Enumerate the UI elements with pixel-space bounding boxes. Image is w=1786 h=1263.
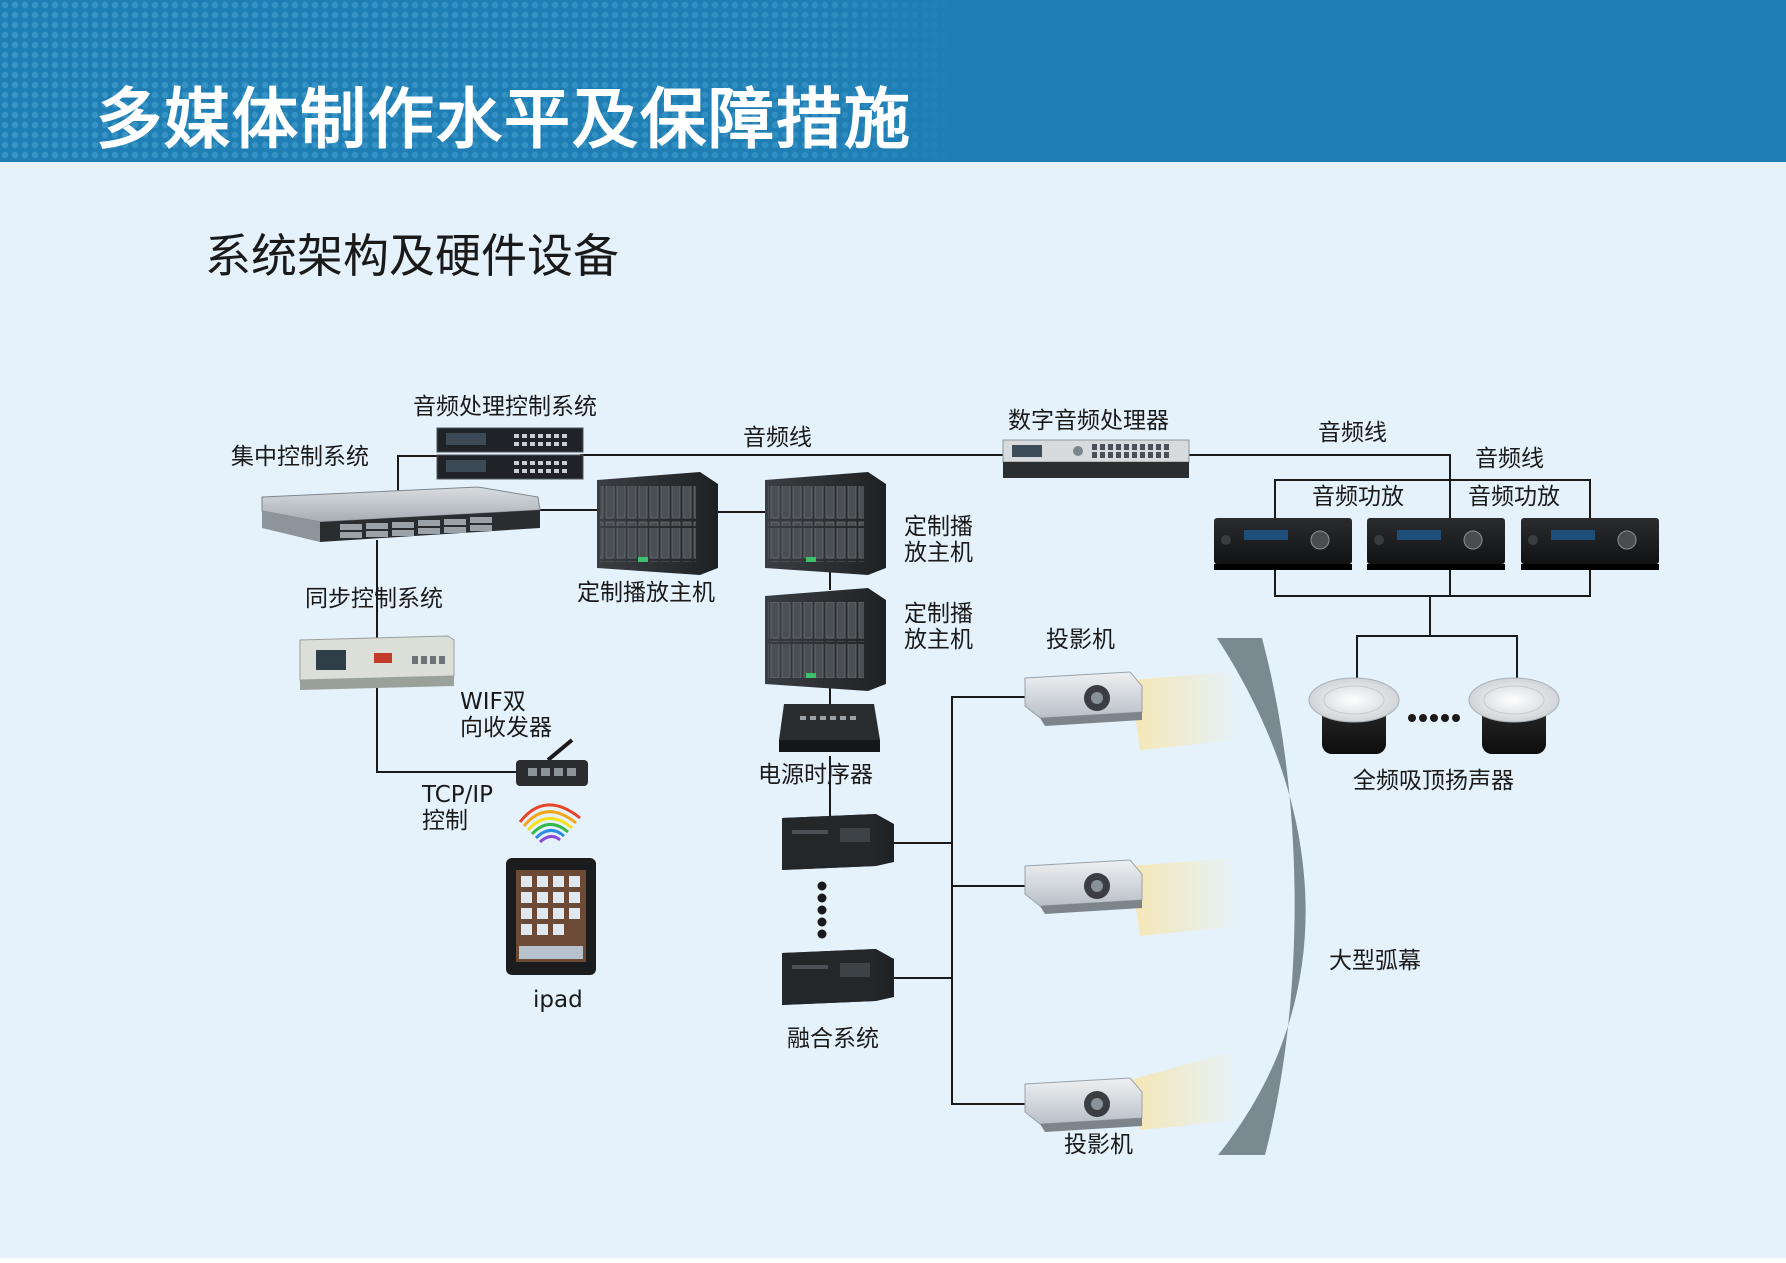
- label-audio-processing-control: 音频处理控制系统: [413, 394, 597, 420]
- label-central-control: 集中控制系统: [231, 444, 369, 470]
- label-tcpip-line1: TCP/IP: [422, 782, 494, 808]
- line-speakers-branch: [1356, 635, 1518, 700]
- label-projector-top: 投影机: [1046, 627, 1115, 653]
- central-control-server: [261, 486, 541, 542]
- line-amps-box: [1274, 479, 1591, 520]
- projector-2: [1024, 858, 1240, 936]
- label-projector-bottom: 投影机: [1064, 1132, 1133, 1158]
- label-power-sequencer: 电源时序器: [758, 762, 873, 788]
- bottom-border: [0, 1258, 1786, 1263]
- page-title: 多媒体制作水平及保障措施: [96, 81, 912, 158]
- header-banner: 多媒体制作水平及保障措施: [0, 0, 1786, 162]
- custom-player-host-b: [765, 472, 886, 575]
- label-sync-control: 同步控制系统: [305, 586, 443, 612]
- header-dot-pattern: [0, 0, 960, 162]
- line-sync-to-wifi: [376, 688, 520, 773]
- power-sequencer-device: [779, 704, 880, 752]
- fusion-system-pc-1: [782, 814, 894, 870]
- line-fusion2-to-projector-bottom: [893, 977, 1025, 1105]
- label-custom-player-host-b-line2: 放主机: [904, 540, 973, 566]
- label-fusion-system: 融合系统: [787, 1026, 879, 1052]
- digital-audio-processor-device: [1002, 439, 1190, 478]
- label-ipad: ipad: [533, 987, 583, 1013]
- label-wifi-transceiver-line2: 向收发器: [460, 715, 552, 741]
- label-ceiling-speakers: 全频吸顶扬声器: [1353, 768, 1514, 794]
- sync-control-device: [299, 635, 455, 690]
- wifi-transceiver-device: [516, 738, 588, 786]
- label-custom-player-host-a: 定制播放主机: [577, 580, 715, 606]
- label-audio-line-1: 音频线: [743, 425, 812, 451]
- audio-amplifier-1: [1214, 518, 1352, 570]
- large-curved-screen: [1217, 638, 1306, 1155]
- audio-amplifier-2: [1367, 518, 1505, 570]
- label-large-curved-screen: 大型弧幕: [1329, 948, 1421, 974]
- label-audio-line-2: 音频线: [1318, 420, 1387, 446]
- label-audio-amp-1: 音频功放: [1312, 484, 1404, 510]
- label-digital-audio-processor: 数字音频处理器: [1008, 408, 1169, 434]
- fusion-ellipsis-dots: [817, 881, 827, 939]
- fusion-system-pc-2: [782, 949, 894, 1005]
- label-custom-player-host-c-line1: 定制播: [904, 601, 973, 627]
- ceiling-speaker-1: [1308, 677, 1400, 754]
- label-audio-amp-2: 音频功放: [1468, 484, 1560, 510]
- projector-1: [1024, 671, 1240, 750]
- ceiling-speaker-2: [1468, 677, 1560, 754]
- line-processor-to-amps: [1185, 454, 1451, 520]
- connection-lines: [376, 454, 1591, 1105]
- audio-processing-control-device: [436, 427, 584, 480]
- custom-player-host-c: [765, 588, 886, 691]
- label-audio-line-3: 音频线: [1475, 446, 1544, 472]
- label-custom-player-host-b-line1: 定制播: [904, 514, 973, 540]
- audio-amplifier-3: [1521, 518, 1659, 570]
- section-title: 系统架构及硬件设备: [205, 229, 619, 283]
- line-fusion-to-projectors: [893, 696, 1025, 844]
- line-amps-bottom: [1274, 565, 1591, 597]
- custom-player-host-a: [597, 472, 718, 575]
- ipad-icon: [506, 858, 596, 975]
- projector-3: [1024, 1052, 1240, 1132]
- label-custom-player-host-c-line2: 放主机: [904, 627, 973, 653]
- label-tcpip-line2: 控制: [422, 808, 468, 834]
- label-wifi-transceiver-line1: WIF双: [460, 689, 526, 715]
- wifi-signal-icon: [518, 803, 581, 844]
- speaker-ellipsis-dots: [1408, 714, 1460, 722]
